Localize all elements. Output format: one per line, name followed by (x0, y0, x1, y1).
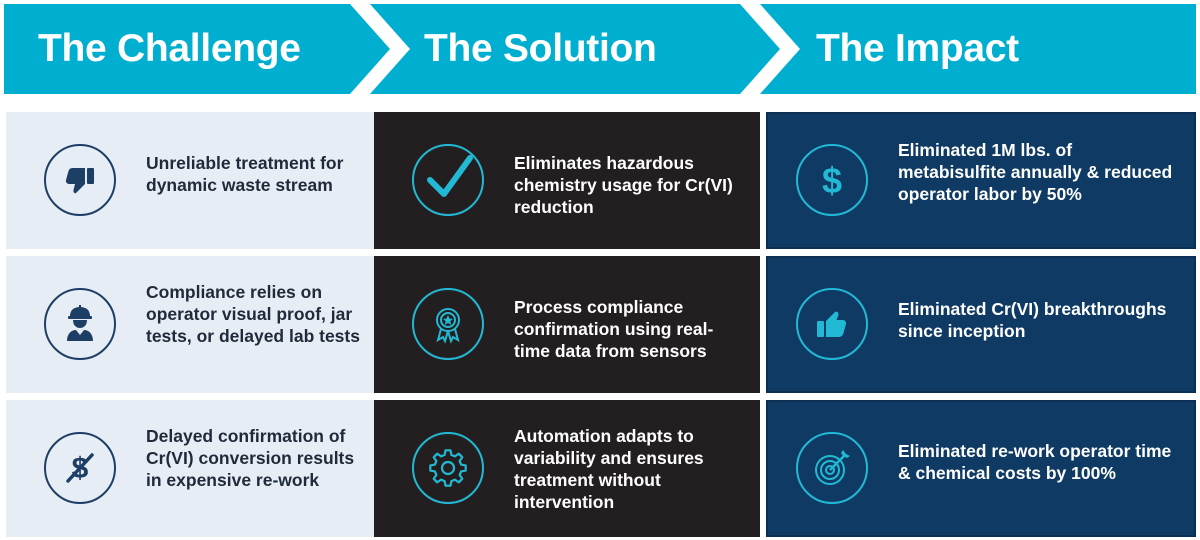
solution-card-3: Automation adapts to variability and ens… (374, 400, 760, 537)
no-dollar-icon: $ (44, 432, 116, 504)
award-ribbon-icon (412, 288, 484, 360)
impact-card-1: $ Eliminated 1M lbs. of metabisulfite an… (766, 112, 1196, 249)
svg-text:$: $ (822, 160, 842, 200)
impact-text-3: Eliminated re-work operator time & chemi… (898, 441, 1172, 483)
impact-card-3: Eliminated re-work operator time & chemi… (766, 400, 1196, 537)
solution-card-1: Eliminates hazardous chemistry usage for… (374, 112, 760, 249)
solution-text-1: Eliminates hazardous chemistry usage for… (514, 153, 733, 217)
solution-header-title: The Solution (424, 27, 657, 70)
challenge-card-1: Unreliable treatment for dynamic waste s… (6, 112, 392, 249)
target-icon (796, 432, 868, 504)
challenge-header-chevron (4, 4, 390, 94)
impact-text-2: Eliminated Cr(VI) breakthroughs since in… (898, 299, 1167, 341)
header-band: The Challenge The Solution The Impact (0, 0, 1200, 100)
solution-text-2: Process compliance confirmation using re… (514, 297, 714, 361)
challenge-card-2: Compliance relies on operator visual pro… (6, 256, 392, 393)
solution-text-3: Automation adapts to variability and ens… (514, 426, 704, 512)
challenge-header-title: The Challenge (38, 27, 301, 70)
solution-card-2: Process compliance confirmation using re… (374, 256, 760, 393)
dollar-icon: $ (796, 144, 868, 216)
thumbs-down-icon (44, 144, 116, 216)
challenge-card-3: $ Delayed confirmation of Cr(VI) convers… (6, 400, 392, 537)
impact-card-2: Eliminated Cr(VI) breakthroughs since in… (766, 256, 1196, 393)
thumbs-up-icon (796, 288, 868, 360)
header-chevrons (4, 4, 1196, 94)
challenge-text-3: Delayed confirmation of Cr(VI) conversio… (146, 426, 355, 490)
gear-icon (412, 432, 484, 504)
impact-header-chevron (760, 4, 1196, 94)
worker-icon (44, 288, 116, 360)
solution-header-chevron (370, 4, 780, 94)
challenge-text-1: Unreliable treatment for dynamic waste s… (146, 153, 344, 195)
challenge-text-2: Compliance relies on operator visual pro… (146, 282, 360, 346)
impact-header-title: The Impact (816, 27, 1019, 70)
impact-text-1: Eliminated 1M lbs. of metabisulfite annu… (898, 140, 1173, 204)
checkmark-icon (412, 144, 484, 216)
